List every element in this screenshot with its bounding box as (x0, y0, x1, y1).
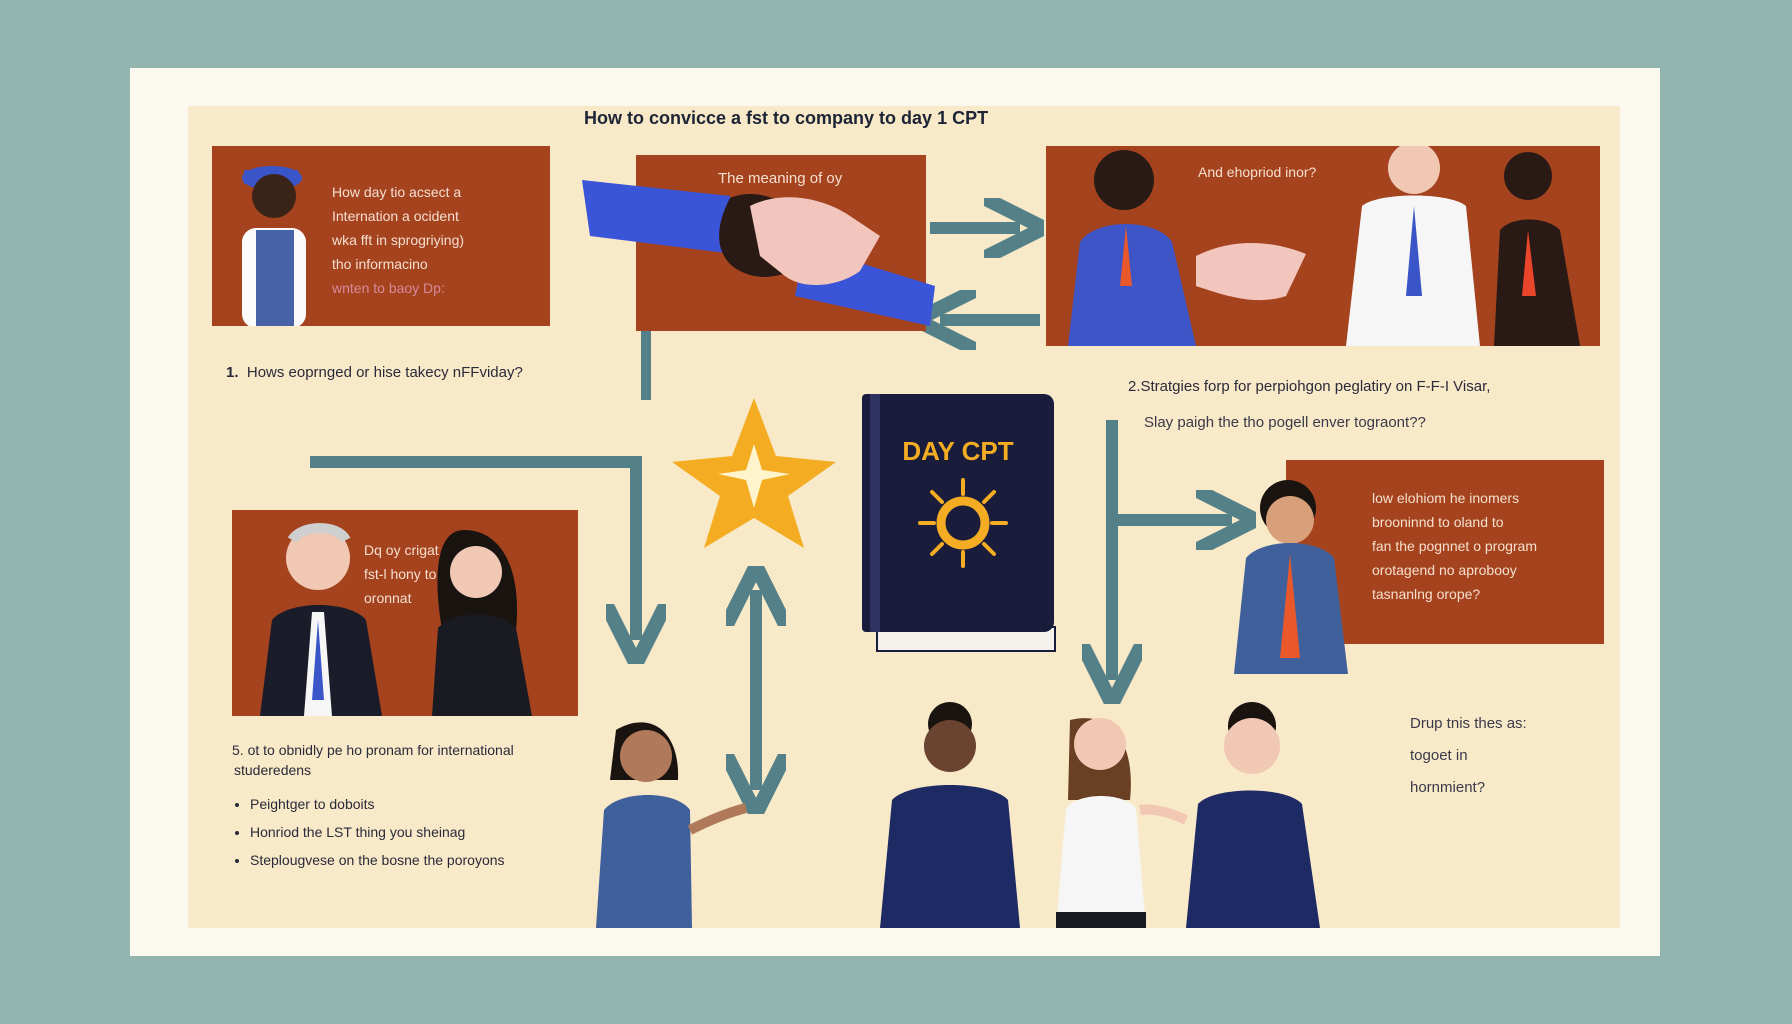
consultant-text-line-3: fan the pognnet o program (1372, 538, 1538, 554)
handshake-label: The meaning of oy (718, 170, 843, 187)
group-figures (1068, 146, 1580, 346)
group-label: And ehopriod inor? (1198, 164, 1317, 180)
handshake-illustration (582, 180, 935, 326)
book-title: DAY CPT (902, 436, 1014, 466)
executive-figures (260, 523, 532, 716)
executives-text-line-2: fst-l hony to (364, 566, 437, 582)
book-spine (870, 394, 880, 632)
step-five-bullets: Peightger to doboits Honriod the LST thi… (236, 790, 505, 874)
consultant-text-line-2: brooninnd to oland to (1372, 514, 1504, 530)
panel-executives: Dq oy crigat fst-l hony to oronnat (232, 510, 578, 716)
side-note-line-2: togoet in (1410, 747, 1468, 764)
consultant-text-line-1: low elohiom he inomers (1372, 490, 1520, 506)
book-cover (862, 394, 1054, 632)
bullet-item: Steplougvese on the bosne the poroyons (250, 846, 505, 874)
page-title: How to convicce a fst to company to day … (584, 108, 989, 128)
consultant-figure (1234, 480, 1348, 674)
worker-text-line-4: tho informacino (332, 256, 428, 272)
bottom-figures (596, 702, 1320, 928)
bullet-item: Peightger to doboits (250, 790, 505, 818)
worker-text-line-1: How day tio acsect a (332, 184, 462, 200)
step-two-sub: Slay paigh the tho pogell enver tograont… (1144, 414, 1426, 431)
sun-icon (918, 478, 1008, 568)
panel-group: And ehopriod inor? (1046, 146, 1600, 346)
executives-text-line-1: Dq oy crigat (364, 542, 439, 558)
step-one-number: 1. (226, 364, 239, 381)
step-five: 5. ot to obnidly pe ho pronam for intern… (232, 742, 514, 758)
executives-text-line-3: oronnat (364, 590, 412, 606)
step-two: 2.Stratgies forp for perpiohgon peglatir… (1128, 378, 1491, 395)
bullet-item: Honriod the LST thing you sheinag (250, 818, 505, 846)
step-one-text: Hows eoprnged or hise takecy nFFviday? (246, 364, 523, 381)
side-note-line-1: Drup tnis thes as: (1410, 715, 1527, 732)
side-note: Drup tnis thes as: togoet in hornmient? (1410, 708, 1527, 804)
arrow-left-loop (310, 456, 636, 640)
panel-worker: How day tio acsect a Internation a ocide… (212, 146, 550, 326)
worker-text-line-5: wnten to baoy Dp: (332, 280, 445, 296)
worker-text-line-3: wka fft in sprogriying) (332, 232, 465, 248)
worker-figure (242, 166, 306, 326)
day-cpt-book: DAY CPT (862, 394, 1056, 654)
step-one: 1. Hows eoprnged or hise takecy nFFviday… (226, 364, 523, 381)
star-icon (672, 398, 836, 548)
step-five-line-2: studeredens (234, 762, 312, 778)
side-note-line-3: hornmient? (1410, 779, 1486, 796)
worker-text-line-2: Internation a ocident (332, 208, 459, 224)
consultant-text-line-5: tasnanlng orope? (1372, 586, 1481, 602)
consultant-text-line-4: orotagend no aprobooy (1372, 562, 1517, 578)
